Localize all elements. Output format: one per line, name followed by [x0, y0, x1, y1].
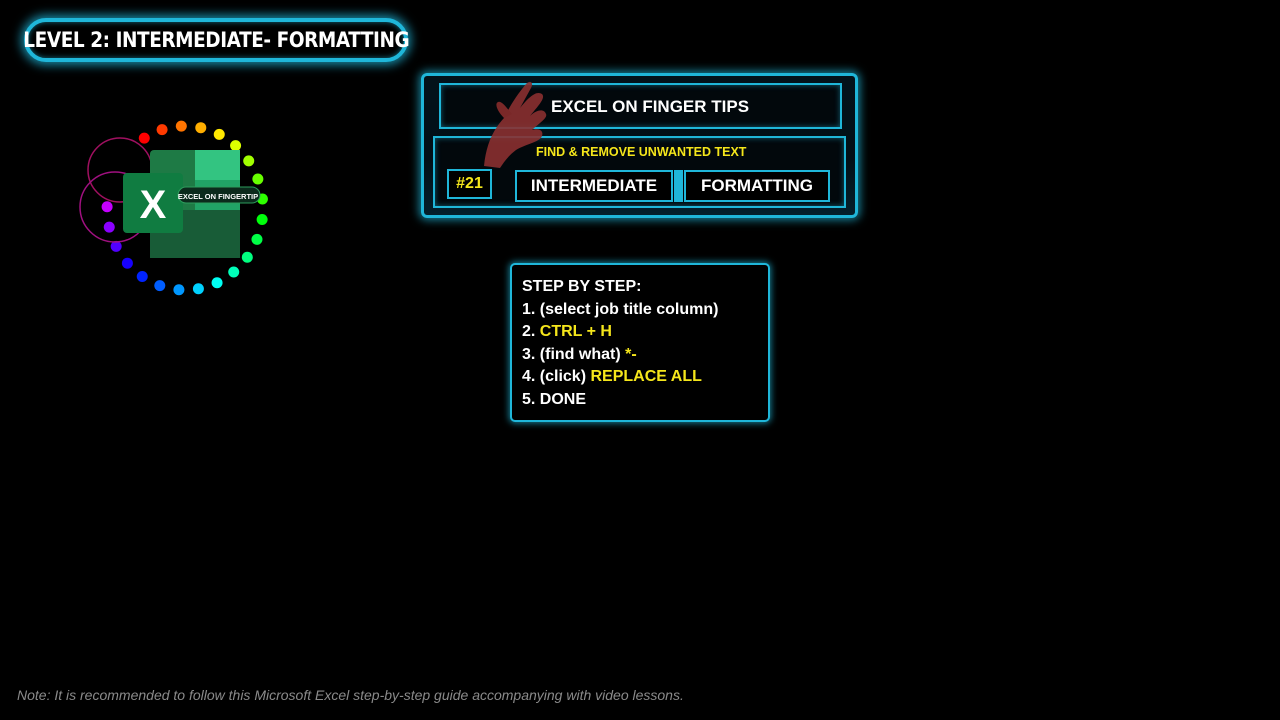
step-item: 5. DONE	[522, 389, 768, 412]
color-dot	[195, 122, 207, 134]
step-item: 2. CTRL + H	[522, 321, 768, 344]
color-dot	[175, 120, 187, 132]
color-dot	[252, 173, 264, 185]
color-dot	[243, 155, 255, 167]
step-item: 4. (click) REPLACE ALL	[522, 366, 768, 389]
level-title: LEVEL 2: INTERMEDIATE- FORMATTING	[23, 28, 409, 52]
steps-panel: STEP BY STEP: 1. (select job title colum…	[510, 263, 770, 422]
color-dot	[230, 140, 242, 152]
color-dot	[256, 214, 268, 226]
footer-note: Note: It is recommended to follow this M…	[17, 687, 684, 703]
logo-label: EXCEL ON FINGERTIP	[178, 192, 258, 201]
color-dot	[251, 233, 263, 245]
color-dot	[213, 128, 225, 140]
step-item: 1. (select job title column)	[522, 299, 768, 322]
step-highlight: CTRL + H	[539, 323, 612, 340]
color-dot	[156, 124, 168, 136]
header-banner: EXCEL ON FINGER TIPS FIND & REMOVE UNWAN…	[421, 73, 858, 218]
tag-divider	[674, 170, 683, 202]
banner-subtitle: FIND & REMOVE UNWANTED TEXT	[536, 145, 747, 159]
steps-heading: STEP BY STEP:	[522, 278, 642, 295]
color-dot	[192, 283, 204, 295]
color-dot	[110, 240, 122, 252]
step-text: 4. (click)	[522, 368, 591, 385]
excel-icon	[123, 173, 183, 233]
color-dot	[241, 251, 253, 263]
banner-title: EXCEL ON FINGER TIPS	[551, 97, 750, 116]
step-text: 5. DONE	[522, 390, 587, 408]
category-tag: FORMATTING	[684, 170, 830, 202]
logo-letter: X	[140, 183, 167, 227]
color-dot	[136, 271, 148, 283]
level-title-pill: LEVEL 2: INTERMEDIATE- FORMATTING	[23, 18, 409, 62]
level-tag: INTERMEDIATE	[515, 170, 673, 202]
color-dot	[101, 201, 113, 213]
step-text: 3. (find what)	[522, 345, 626, 363]
color-dot	[228, 266, 240, 278]
step-highlight: REPLACE ALL	[590, 368, 702, 385]
step-text: 1. (select job title column)	[522, 300, 719, 318]
color-dot	[154, 280, 166, 292]
tip-number-badge: #21	[447, 169, 492, 199]
color-dot	[211, 277, 223, 289]
step-highlight: *-	[625, 345, 637, 363]
color-dot	[138, 132, 150, 144]
step-item: 3. (find what) *-	[522, 344, 768, 367]
color-dot	[173, 284, 185, 296]
excel-logo: X EXCEL ON FINGERTIP	[79, 120, 268, 296]
color-dot	[121, 257, 133, 269]
hand-icon	[484, 81, 547, 168]
step-text: 2.	[522, 323, 540, 340]
color-dot	[103, 221, 115, 233]
